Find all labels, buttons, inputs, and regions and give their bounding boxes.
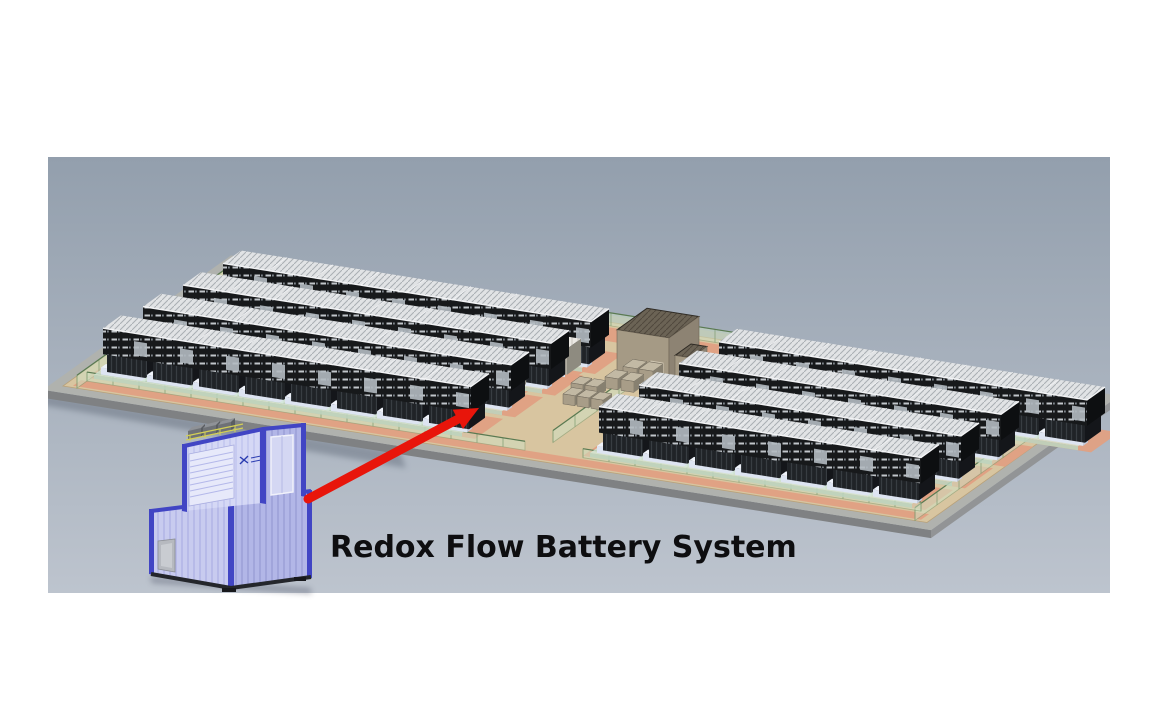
plant-site [48,250,1110,539]
yellow-railing [185,423,244,441]
battery-array [94,250,1106,508]
container-door-window [161,543,172,568]
louver-panel [188,444,235,507]
callout-arrow [303,408,479,504]
closeup-upper-container [182,418,306,512]
battery-unit [866,437,940,508]
battery-unit [186,329,260,401]
annotation-label: Redox Flow Battery System [330,530,797,565]
closeup-container [149,418,312,594]
electrical-cabinet [620,371,645,393]
battery-unit [1032,379,1106,451]
logo-mark [239,455,262,465]
